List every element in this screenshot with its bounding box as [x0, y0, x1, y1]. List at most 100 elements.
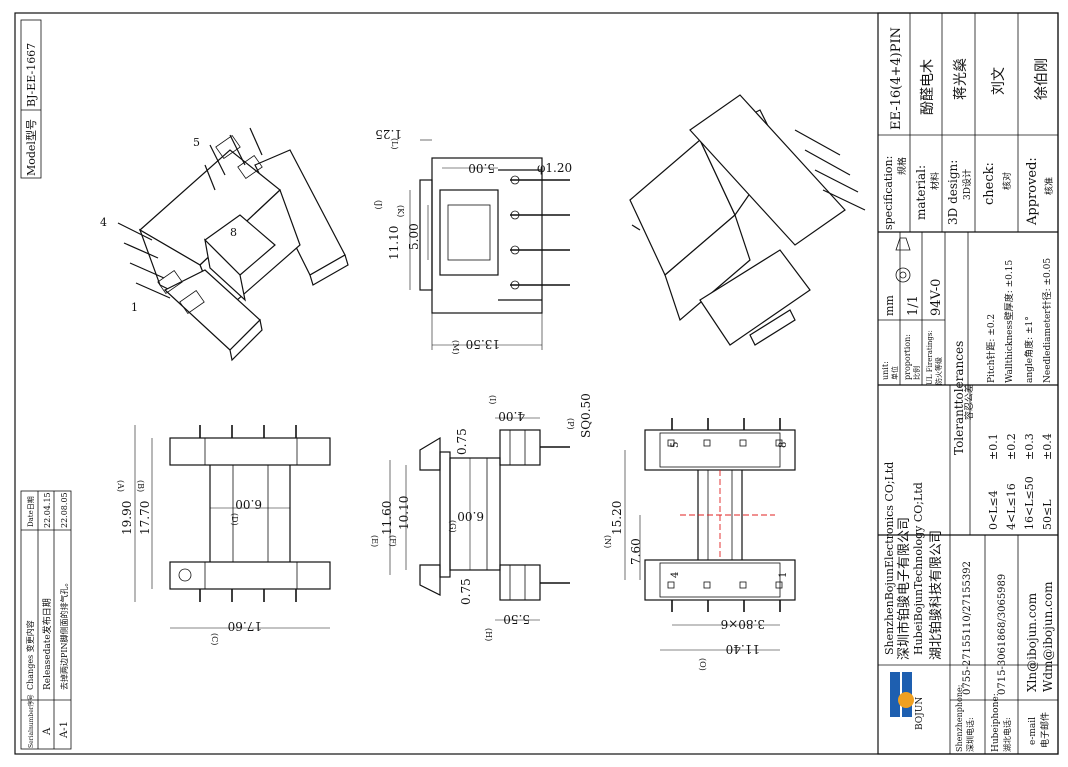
tolerance-extra-4: Needlediameter针径: ±0.05: [1041, 258, 1053, 383]
design-value: 蒋光燊: [952, 58, 969, 100]
ref-N: (N): [603, 535, 612, 548]
ul-value: 94V-0: [929, 279, 944, 316]
company-cn-2: 湖北铂骏科技有限公司: [928, 530, 944, 660]
spec-value: EE-16(4+4)PIN: [889, 27, 904, 130]
company-en-1: ShenzhenBojunElectronics CO;Ltd: [883, 462, 896, 655]
changes-row-2-change: 去掉两边PIN脚侧面的排气孔。: [59, 578, 69, 690]
material-label-cn: 材料: [929, 172, 941, 190]
contact-email-value-2: Wdm@ibojun.com: [1041, 581, 1055, 692]
iso-pin-5: 5: [193, 136, 200, 149]
front-view: 19.90 17.70 6.00 17.60 (A) (B) (D) (C): [116, 425, 331, 645]
changes-table: Serialnumber序号 Changes 变更内容 Date日期 A Rel…: [20, 490, 72, 750]
dim-19-90: 19.90: [120, 501, 134, 535]
iso-pin-4: 4: [100, 216, 107, 229]
iso-pin-8: 8: [230, 226, 237, 239]
dim-15-20: 15.20: [610, 501, 624, 535]
changes-row-1-serial: A: [42, 727, 53, 736]
check-label: check:: [982, 162, 997, 205]
ref-D: (D): [230, 513, 239, 526]
dim-sq0-50: SQ0.50: [579, 393, 593, 438]
company-cn-1: 深圳市铂骏电子有限公司: [896, 517, 912, 660]
changes-row-2-date: 22.08.05: [60, 492, 69, 528]
top-middle-view: 1.25 5.00 φ1.20 11.10 5.00 13.50 (L) (J)…: [374, 127, 572, 354]
ref-E: (E): [370, 535, 379, 547]
tolerance-extra-2: Wallthickness壁厚度: ±0.15: [1003, 260, 1015, 383]
tol-value-3: ±0.3: [1023, 433, 1036, 460]
ref-G: (G): [448, 520, 457, 533]
dim-5-50: 5.50: [503, 612, 530, 626]
model-label: Model型号: [24, 119, 38, 176]
tol-range-3: 16<L≤50: [1023, 476, 1036, 530]
tol-value-1: ±0.1: [987, 433, 1000, 460]
dim-11-60: 11.60: [380, 501, 394, 535]
spec-label-cn: 规格: [896, 157, 908, 175]
logo-text: BOJUN: [915, 697, 925, 730]
ref-H: (H): [484, 628, 493, 641]
contact-sz-label-cn: 深圳电话:: [965, 717, 975, 752]
ref-I: (I): [488, 395, 497, 404]
check-value: 刘文: [991, 67, 1007, 95]
bottom-pin-4: 4: [670, 572, 681, 578]
ref-B: (B): [136, 480, 145, 492]
dim-phi-1-20: φ1.20: [537, 161, 572, 175]
changes-row-1-change: Releasedate发布日期: [41, 598, 53, 690]
contact-sz-value: 0755-27155110/27155392: [962, 561, 973, 695]
dim-6-00-side: 6.00: [457, 509, 484, 523]
ref-M: (M): [451, 340, 460, 354]
contact-hb-label: Hubeiphone:: [991, 693, 1001, 752]
dim-13-50: 13.50: [466, 337, 500, 351]
check-label-cn: 核对: [1001, 172, 1013, 190]
contact-email-label: e-mail: [1028, 717, 1038, 745]
tolerance-extra-3: angle角度: ±1°: [1023, 316, 1035, 383]
tolerance-extra-1: Pitch针距: ±0.2: [985, 314, 997, 383]
dim-17-60: 17.60: [228, 619, 262, 633]
tol-range-1: 0<L≤4: [987, 490, 1000, 530]
unit-value: mm: [883, 295, 896, 316]
contact-hb-label-cn: 湖北电话:: [1002, 717, 1012, 752]
ref-K: (K): [396, 205, 405, 217]
material-label: material:: [914, 165, 928, 220]
approved-label-cn: 核准: [1043, 177, 1055, 195]
tolerance-title: Toleranttolerances: [952, 341, 966, 455]
approved-label: Approved:: [1025, 157, 1040, 226]
bojun-logo-icon: BOJUN: [885, 665, 925, 735]
changes-header-change: Changes 变更内容: [25, 620, 35, 690]
material-value: 酚醛电木: [920, 59, 936, 115]
unit-label: unit:: [881, 361, 890, 380]
dim-7-60: 7.60: [629, 538, 643, 565]
iso-view-left: 4 5 1 8: [100, 127, 349, 362]
contact-email-value-1: Xln@ibojun.com: [1025, 592, 1039, 692]
tol-range-4: 50≤L: [1041, 499, 1054, 530]
contact-email-label-cn: 电子邮件: [1039, 712, 1051, 748]
ref-A: (A): [116, 480, 125, 492]
iso-pin-1: 1: [131, 301, 138, 314]
dim-17-70: 17.70: [138, 501, 152, 535]
changes-row-2-serial: A-1: [59, 721, 70, 739]
dim-4-00: 4.00: [498, 409, 525, 423]
title-block: specification: 规格 EE-16(4+4)PIN material…: [877, 12, 1059, 755]
tolerance-subtitle: 容忍公差: [963, 384, 975, 420]
contact-hb-value: 0715-3061868/3065989: [997, 574, 1008, 695]
side-view: 4.00 SQ0.50 0.75 11.60 10.10 6.00 0.75 5…: [370, 393, 593, 641]
ref-F: (F): [388, 535, 397, 547]
ref-P: (P): [566, 418, 575, 430]
tol-range-2: 4<L≤16: [1005, 483, 1018, 530]
iso-view-right: [629, 94, 866, 346]
unit-label-cn: 单位: [890, 366, 899, 380]
changes-header-serial: Serialnumber序号: [27, 694, 35, 748]
ref-C: (C): [210, 633, 219, 645]
dim-3-80x6: 3.80×6: [721, 617, 765, 631]
dim-6-00-front: 6.00: [235, 497, 262, 511]
dim-11-40: 11.40: [726, 642, 760, 656]
dim-5-00-top: 5.00: [468, 161, 495, 175]
bottom-view: 15.20 7.60 3.80×6 11.40 (N) (O) 5 8 4 1: [603, 418, 796, 671]
design-label: 3D design:: [946, 160, 960, 225]
dim-10-10: 10.10: [397, 496, 411, 530]
dim-0-75-bottom: 0.75: [459, 578, 473, 605]
changes-header-date: Date日期: [27, 496, 35, 527]
dim-11-10: 11.10: [387, 226, 401, 260]
tol-value-2: ±0.2: [1005, 433, 1018, 460]
spec-label: specification:: [882, 156, 895, 230]
proportion-value: 1/1: [906, 295, 921, 316]
